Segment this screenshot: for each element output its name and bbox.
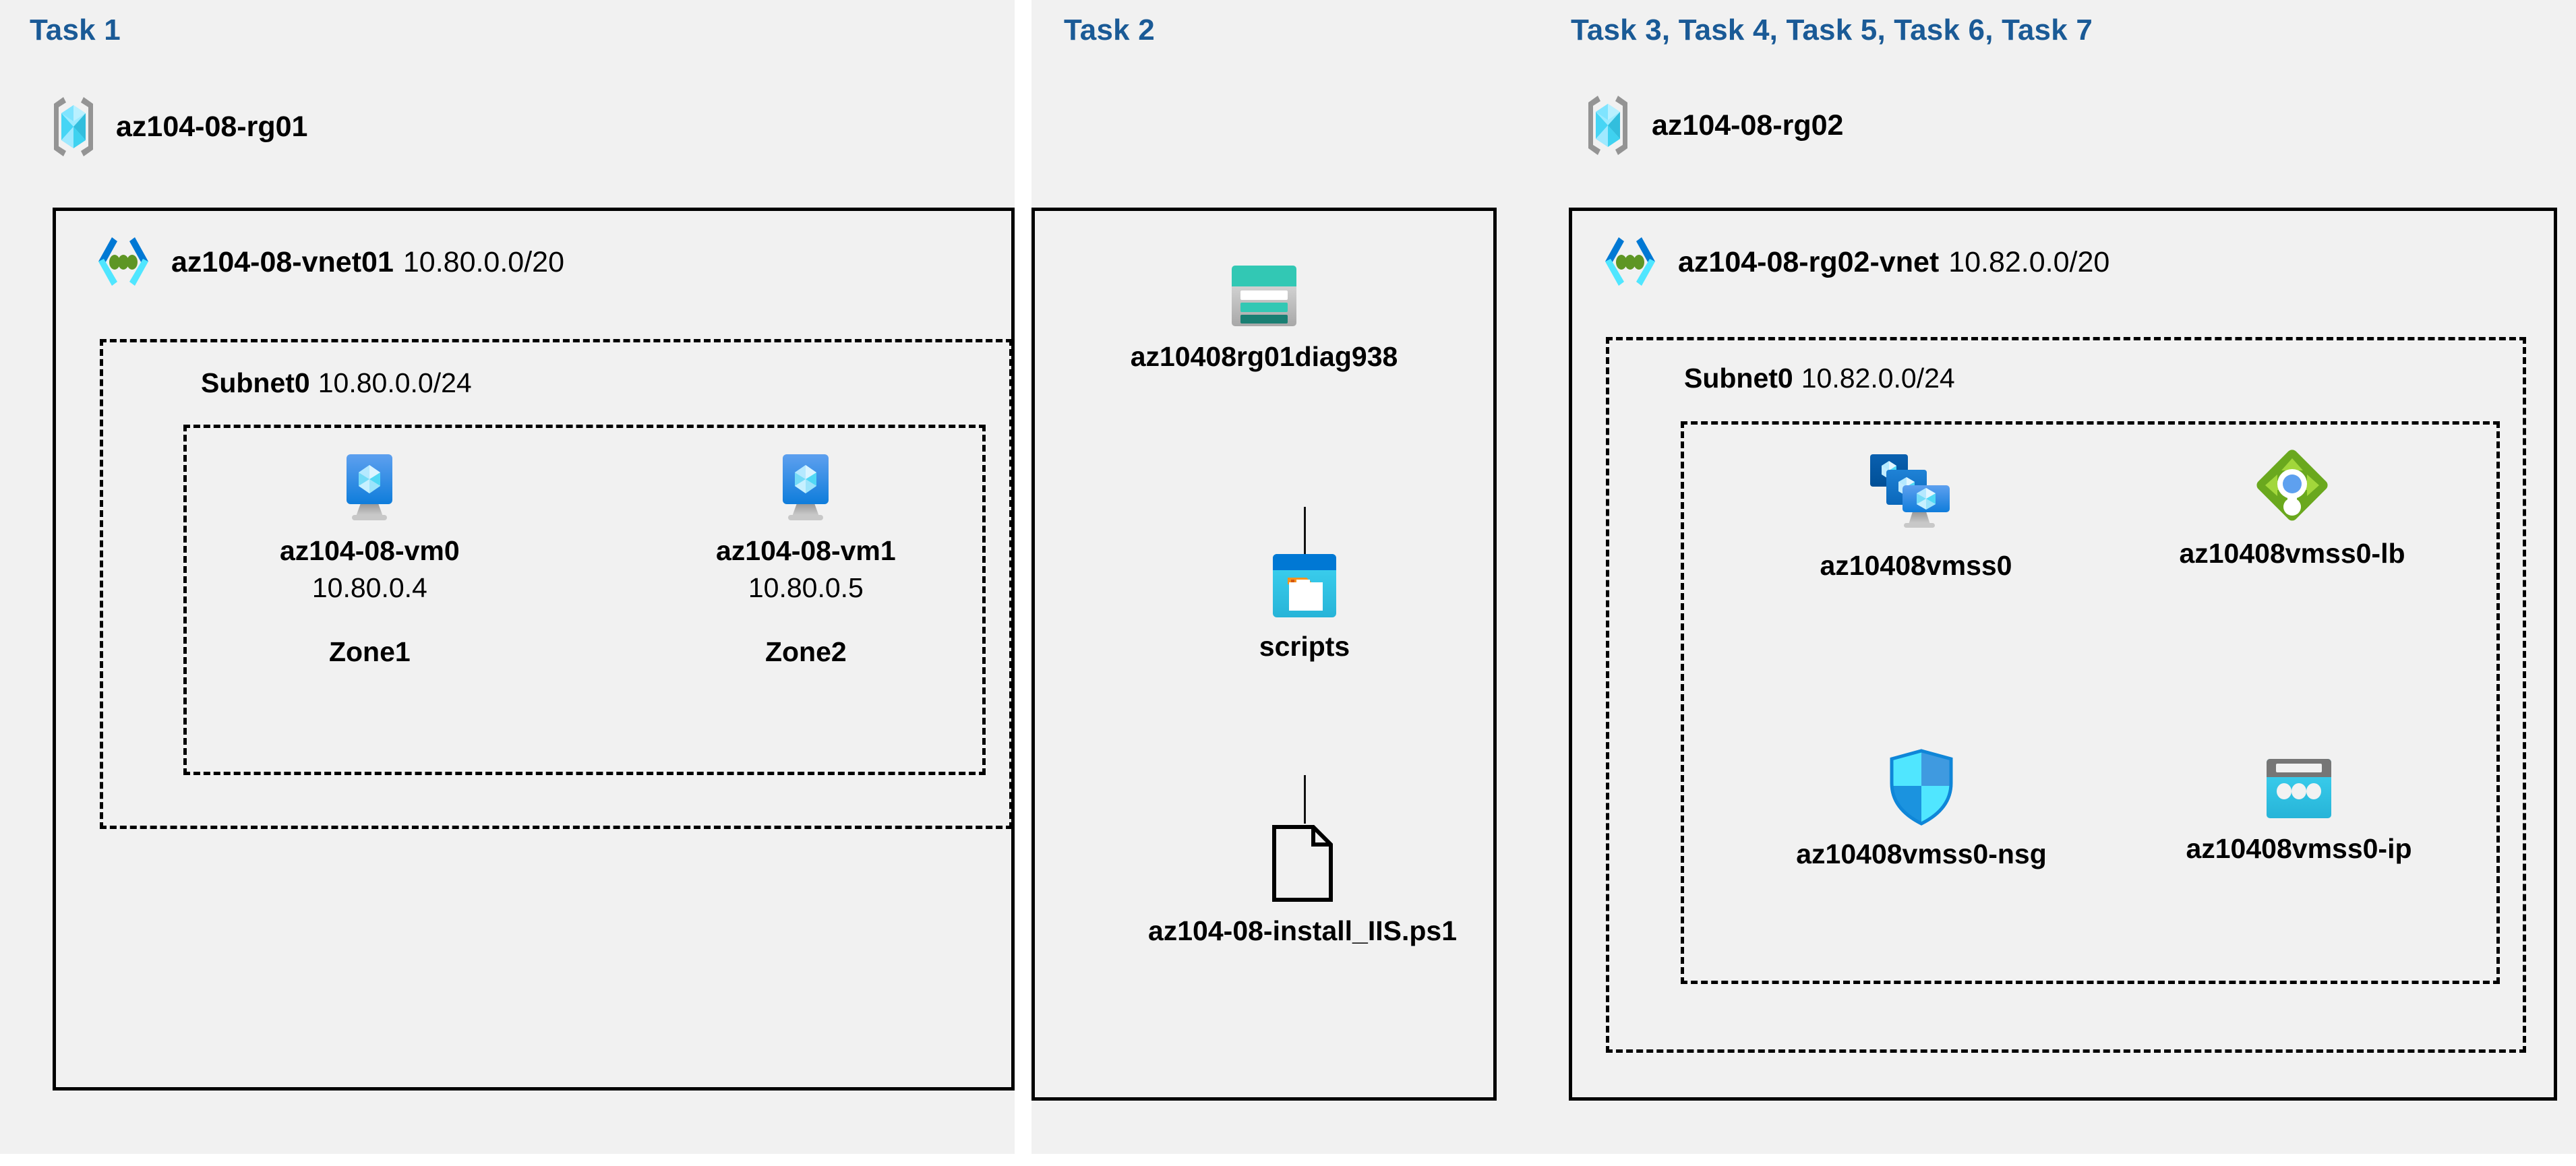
subnet0-left-cidr: 10.80.0.0/24 <box>318 367 472 398</box>
blob-container-icon <box>1271 553 1338 619</box>
task1-title: Task 1 <box>30 13 121 47</box>
subnet0-right-cidr: 10.82.0.0/24 <box>1801 363 1955 394</box>
vnet01-cidr: 10.80.0.0/20 <box>402 245 564 278</box>
vm-az104-08-vm1[interactable]: az104-08-vm1 10.80.0.5 Zone2 <box>716 453 896 668</box>
public-ip-name: az10408vmss0-ip <box>2186 833 2412 864</box>
resource-group-rg01: az104-08-rg01 <box>49 94 307 159</box>
virtual-machine-icon <box>333 453 406 523</box>
panel-task1 <box>0 0 1015 1154</box>
script-file-az104-08-install-iis[interactable]: az104-08-install_IIS.ps1 <box>1080 824 1525 947</box>
resource-group-label: az104-08-rg02 <box>1652 109 1844 142</box>
virtual-network-icon <box>94 236 152 288</box>
script-file-icon <box>1270 824 1335 903</box>
vnet01-name: az104-08-vnet01 <box>171 245 394 278</box>
subnet0-left-boundary <box>100 339 1013 829</box>
rg02-vnet-cidr: 10.82.0.0/20 <box>1948 245 2110 278</box>
virtual-network-icon <box>1601 236 1659 288</box>
vm1-zone: Zone2 <box>765 636 847 667</box>
vm1-ip: 10.80.0.5 <box>748 572 864 603</box>
vmss-resource-group-boundary <box>1681 421 2500 984</box>
load-balancer-az10408vmss0-lb[interactable]: az10408vmss0-lb <box>2110 445 2474 570</box>
resource-group-icon <box>1583 93 1633 158</box>
vm-scale-set-icon <box>1869 452 1963 538</box>
nsg-az10408vmss0-nsg[interactable]: az10408vmss0-nsg <box>1739 748 2103 870</box>
load-balancer-name: az10408vmss0-lb <box>2179 538 2405 569</box>
storage-account-name: az10408rg01diag938 <box>1130 341 1398 372</box>
vm-scale-set-az10408vmss0[interactable]: az10408vmss0 <box>1734 452 2098 582</box>
vm0-zone: Zone1 <box>328 636 411 667</box>
subnet0-left-header: Subnet0 10.80.0.0/24 <box>201 367 472 399</box>
load-balancer-icon <box>2252 445 2333 526</box>
container-name: scripts <box>1259 631 1350 662</box>
storage-account-az10408rg01diag938[interactable]: az10408rg01diag938 <box>1106 263 1422 373</box>
vm0-name: az104-08-vm0 <box>280 535 460 566</box>
connector-container-to-script <box>1304 775 1306 824</box>
resource-group-icon <box>49 94 98 159</box>
task2-title: Task 2 <box>1064 13 1155 47</box>
vnet01-header: az104-08-vnet01 10.80.0.0/20 <box>94 236 564 288</box>
virtual-machine-icon <box>769 453 842 523</box>
network-security-group-icon <box>1888 748 1955 826</box>
subnet0-left-name: Subnet0 <box>201 367 310 398</box>
task2-boundary <box>1031 208 1497 1101</box>
vm-az104-08-vm0[interactable]: az104-08-vm0 10.80.0.4 Zone1 <box>280 453 460 668</box>
connector-storage-to-container <box>1304 507 1306 555</box>
subnet0-right-boundary <box>1606 337 2526 1053</box>
script-file-name: az104-08-install_IIS.ps1 <box>1147 915 1458 946</box>
vnet01-boundary <box>53 208 1015 1091</box>
vm-zone-group-boundary <box>183 425 986 775</box>
vm1-name: az104-08-vm1 <box>716 535 896 566</box>
resource-group-label: az104-08-rg01 <box>116 110 308 143</box>
public-ip-address-icon <box>2264 756 2334 821</box>
rg02-vnet-header: az104-08-rg02-vnet 10.82.0.0/20 <box>1601 236 2109 288</box>
nsg-name: az10408vmss0-nsg <box>1796 838 2047 869</box>
rg02-vnet-name: az104-08-rg02-vnet <box>1678 245 1940 278</box>
rg02-vnet-boundary <box>1569 208 2557 1101</box>
vm0-ip: 10.80.0.4 <box>311 572 427 603</box>
resource-group-rg02: az104-08-rg02 <box>1583 93 1843 158</box>
storage-account-icon <box>1229 263 1299 329</box>
panel-task3to7 <box>1538 0 2576 1154</box>
vmss-name: az10408vmss0 <box>1820 550 2012 581</box>
subnet0-right-name: Subnet0 <box>1684 363 1793 394</box>
task3to7-title: Task 3, Task 4, Task 5, Task 6, Task 7 <box>1571 13 2093 47</box>
blob-container-scripts[interactable]: scripts <box>1146 553 1463 663</box>
public-ip-az10408vmss0-ip[interactable]: az10408vmss0-ip <box>2117 756 2481 865</box>
subnet0-right-header: Subnet0 10.82.0.0/24 <box>1684 363 1955 394</box>
